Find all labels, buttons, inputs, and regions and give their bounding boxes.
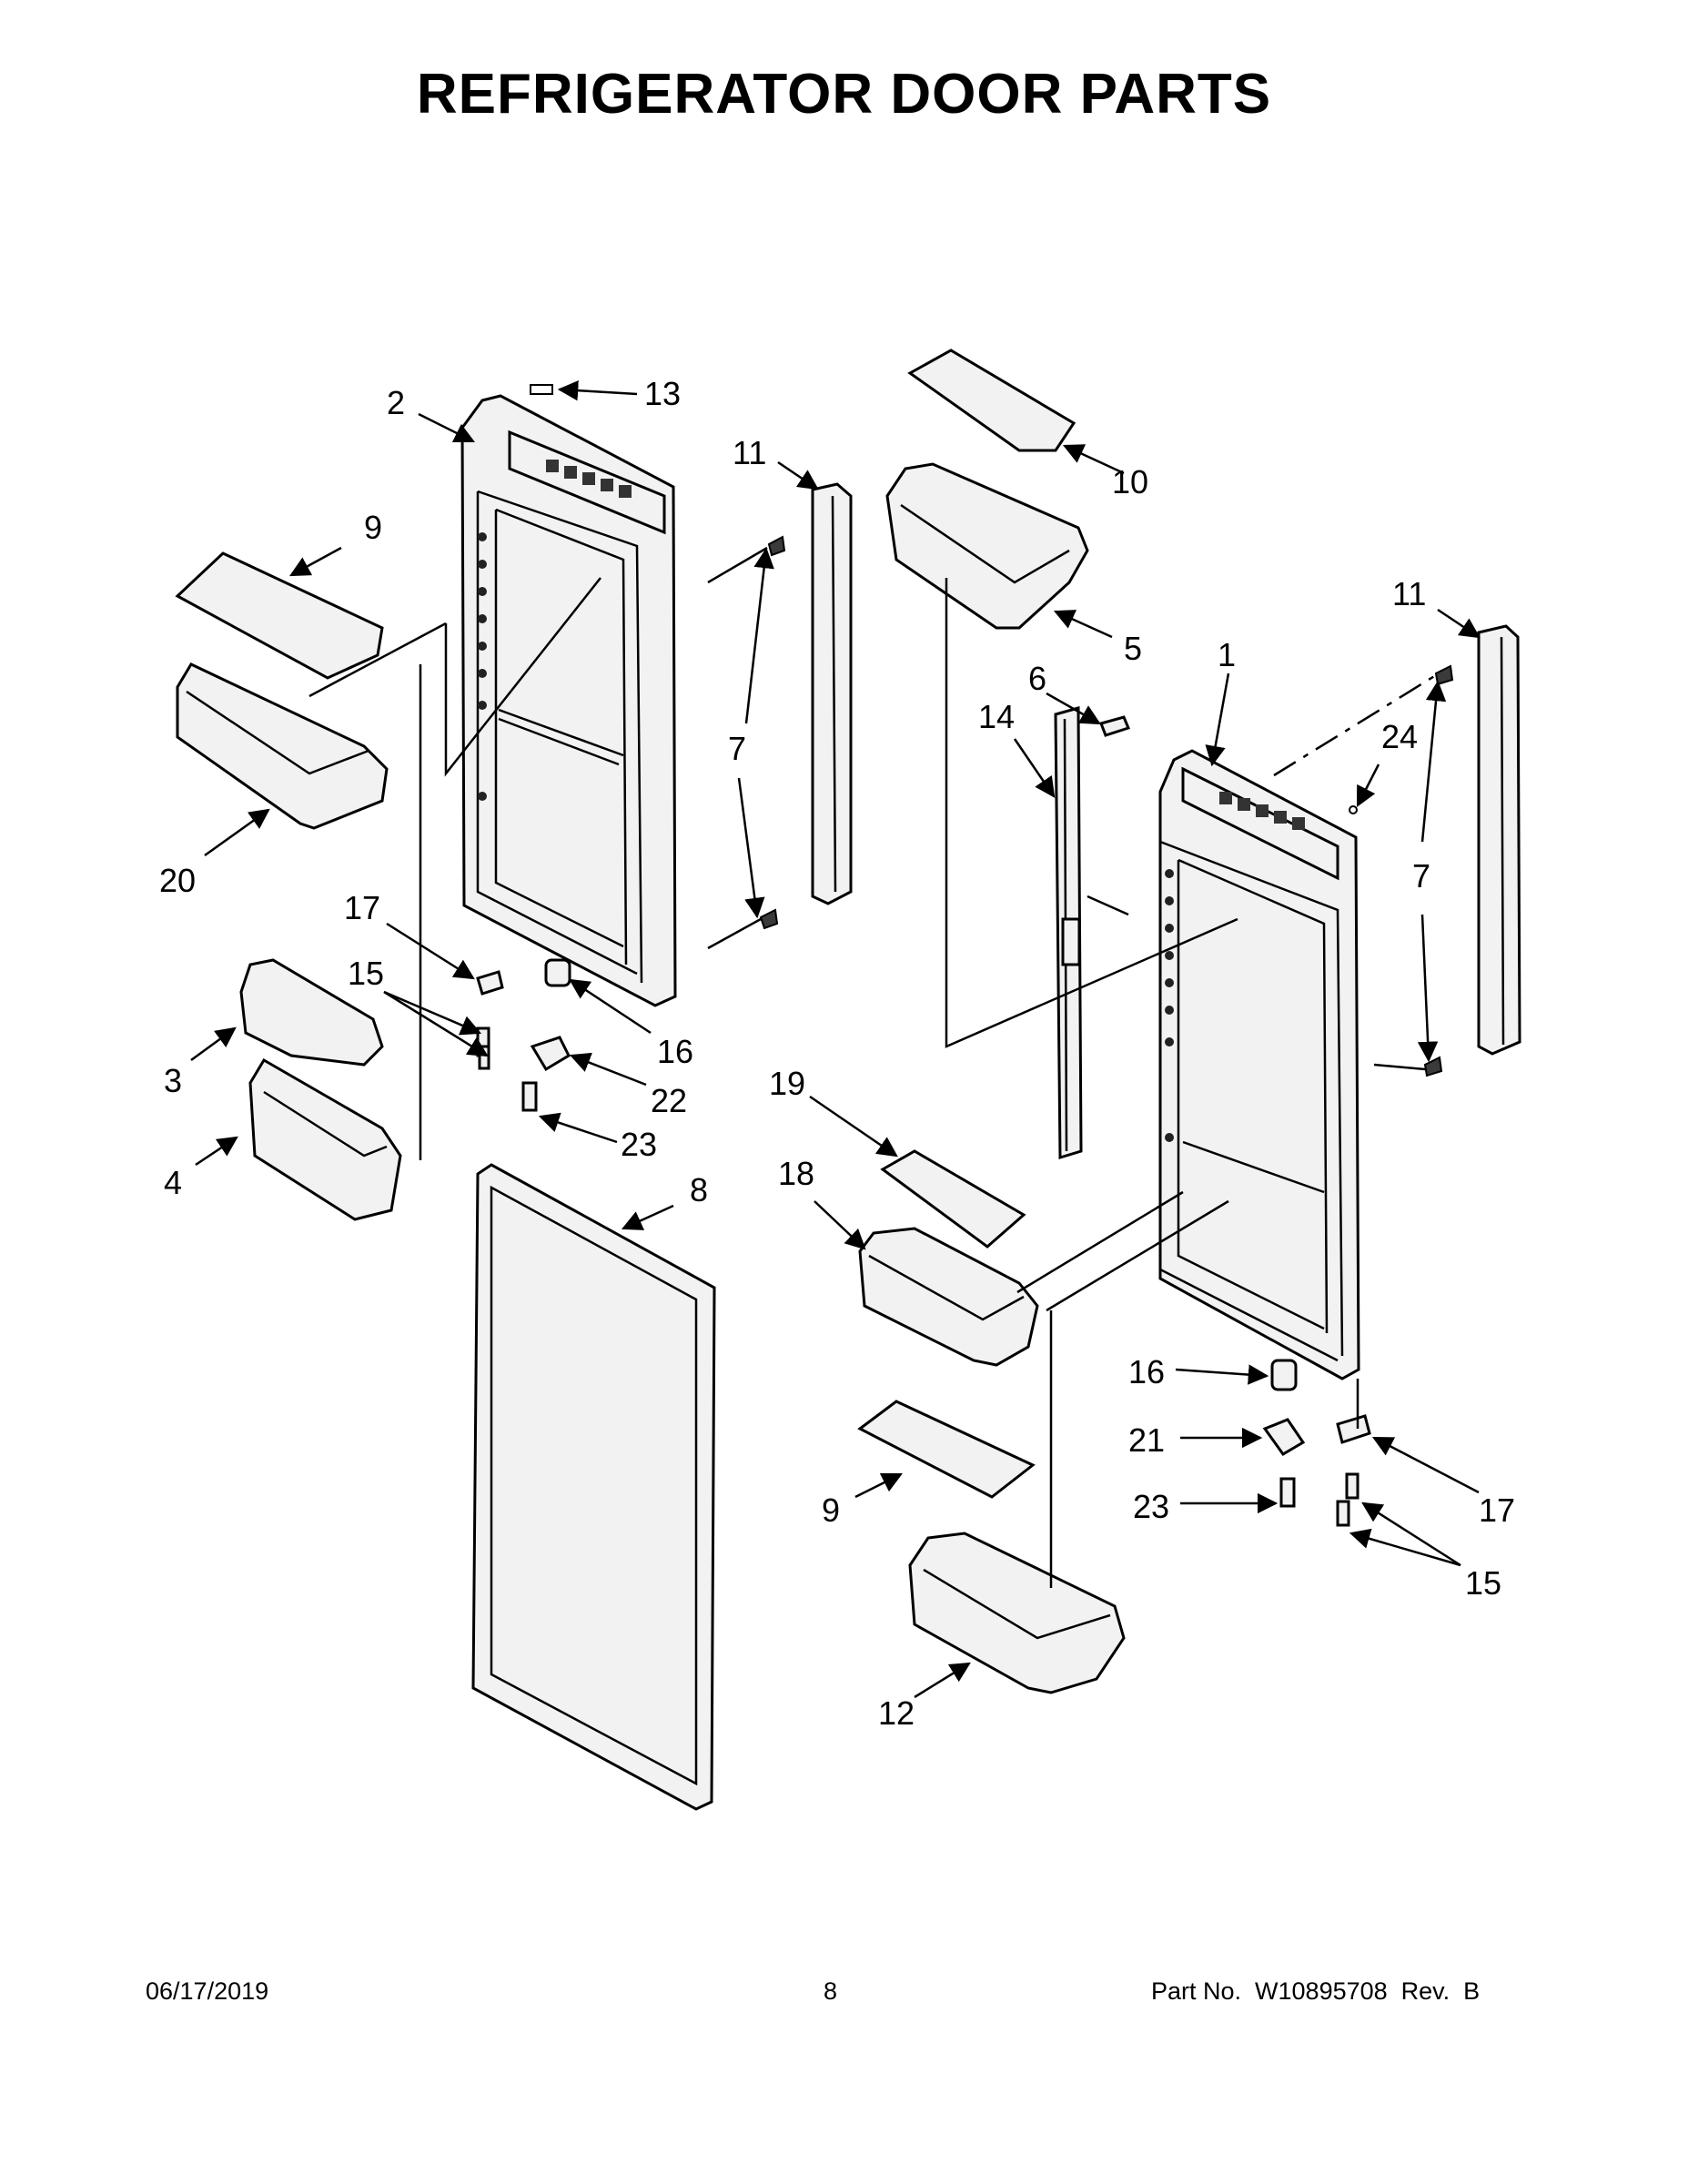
callout-12: 12 (878, 1694, 915, 1732)
callout-15: 15 (348, 955, 384, 992)
bin-cover-10 (907, 349, 1076, 452)
footer-page-number: 8 (824, 1977, 838, 2005)
callout-11: 11 (733, 434, 766, 471)
page-title: REFRIGERATOR DOOR PARTS (416, 63, 1272, 126)
callout-6: 6 (1028, 660, 1046, 697)
callout-22: 22 (651, 1082, 687, 1119)
callout-14: 14 (978, 698, 1015, 735)
door-gasket-8 (471, 1163, 716, 1811)
leader-lines (190, 379, 1481, 1699)
right-door-liner (1158, 749, 1360, 1380)
left-bin-cover-9 (175, 551, 384, 680)
left-hinge-parts (476, 958, 571, 1112)
callout-17: 17 (344, 889, 380, 926)
bin-12 (908, 1532, 1126, 1694)
callout-20: 20 (159, 862, 196, 899)
callout-7-right: 7 (1412, 857, 1430, 895)
footer-part-number: Part No. W10895708 Rev. B (1151, 1977, 1481, 2005)
callout-23: 23 (621, 1126, 657, 1163)
callout-15-right: 15 (1465, 1564, 1501, 1602)
right-door-screw-24 (1349, 805, 1358, 814)
bin-cover-9-right (857, 1400, 1036, 1499)
callout-1: 1 (1218, 636, 1236, 673)
left-bin-20 (176, 662, 389, 830)
callout-2: 2 (387, 384, 405, 421)
footer-date: 06/17/2019 (146, 1977, 269, 2005)
screw-6 (1099, 715, 1131, 737)
bin-18 (858, 1227, 1039, 1367)
callout-5: 5 (1124, 630, 1142, 667)
callout-13: 13 (644, 375, 681, 412)
callout-7: 7 (728, 730, 746, 767)
dispenser-bin-4 (248, 1057, 402, 1221)
bin-5 (885, 462, 1089, 630)
assembly-lines (308, 546, 1437, 1588)
door-closure-strip-14 (1054, 706, 1083, 1160)
callout-16: 16 (657, 1033, 693, 1070)
handle-mount-stud-7 (759, 535, 786, 930)
left-door-label-13 (530, 384, 553, 395)
callout-9: 9 (364, 509, 382, 546)
callout-9-right: 9 (822, 1491, 840, 1529)
callout-19: 19 (769, 1065, 805, 1102)
callout-18: 18 (778, 1155, 814, 1192)
dispenser-cover-3 (239, 958, 384, 1067)
callout-3: 3 (164, 1062, 182, 1099)
bin-cover-19 (880, 1149, 1026, 1249)
left-door-handle-11 (811, 482, 853, 905)
left-door-liner (460, 394, 677, 1007)
callout-4: 4 (164, 1164, 182, 1201)
callout-17-right: 17 (1479, 1491, 1515, 1529)
callout-16-right: 16 (1128, 1353, 1165, 1390)
callout-labels: 13 2 9 20 17 15 3 4 16 22 23 8 11 7 10 5… (159, 375, 1515, 1732)
right-door-handle-11 (1477, 624, 1521, 1056)
callout-21: 21 (1128, 1421, 1165, 1459)
callout-23-right: 23 (1133, 1488, 1169, 1525)
callout-11-right: 11 (1392, 575, 1426, 612)
callout-24: 24 (1381, 718, 1418, 755)
callout-8: 8 (690, 1171, 708, 1208)
right-hinge-parts (1262, 1359, 1371, 1527)
callout-10: 10 (1112, 463, 1148, 500)
